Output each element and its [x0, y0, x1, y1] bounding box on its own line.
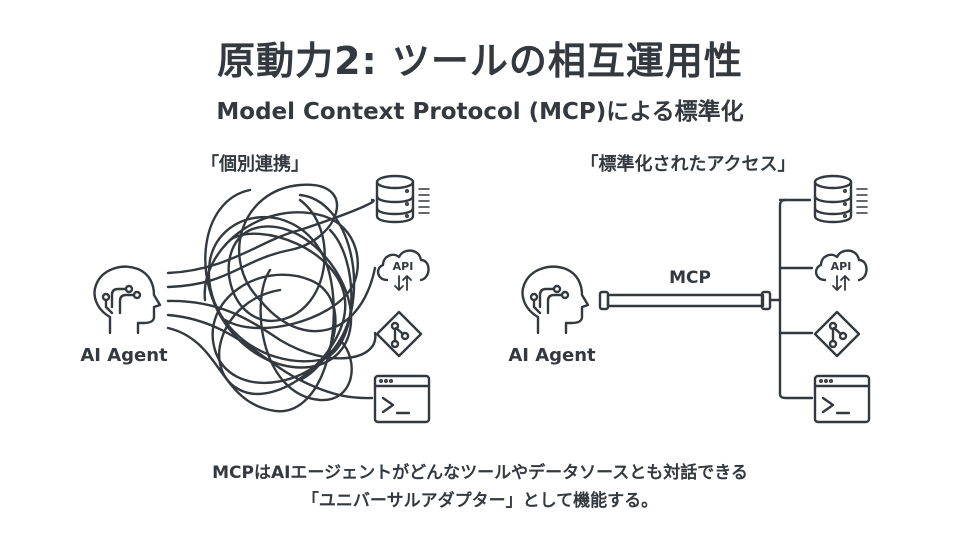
ai-agent-head-icon: [93, 265, 162, 335]
footer-line-2: 「ユニバーサルアダプター」として機能する。: [301, 491, 659, 511]
ai-agent-label-left: AI Agent: [80, 345, 168, 366]
mcp-connector-label: MCP: [669, 268, 711, 288]
ai-agent-head-icon: [521, 265, 590, 335]
terminal-icon: [813, 374, 871, 424]
point-to-point-label: 「個別連携」: [201, 154, 309, 175]
database-icon: [813, 174, 869, 224]
api-label-left: API: [393, 260, 414, 273]
api-label-right: API: [831, 260, 852, 273]
git-icon: [813, 310, 861, 358]
mcp-tube: [598, 290, 782, 311]
page-subtitle: Model Context Protocol (MCP)による標準化: [216, 99, 744, 125]
ai-agent-label-right: AI Agent: [508, 345, 596, 366]
page-title: 原動力2: ツールの相互運用性: [217, 39, 743, 83]
standardized-access-label: 「標準化されたアクセス」: [580, 154, 796, 175]
mcp-bus: [778, 198, 814, 400]
git-icon: [375, 310, 423, 358]
terminal-icon: [373, 374, 431, 424]
tangled-connections: [166, 183, 377, 413]
footer-line-1: MCPはAIエージェントがどんなツールやデータソースとも対話できる: [212, 463, 748, 483]
database-icon: [375, 174, 431, 224]
